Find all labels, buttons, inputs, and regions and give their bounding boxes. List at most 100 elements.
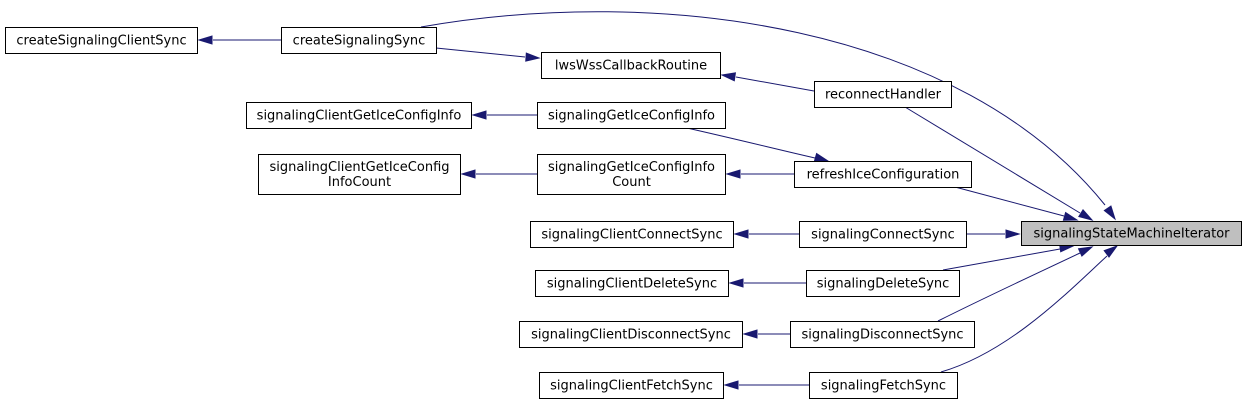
edge-createSignalingSync-to-createSignalingClientSync	[197, 35, 281, 45]
edge-refreshIceConfiguration-to-root	[954, 186, 1079, 221]
edge-signalingGetIceConfigInfoCount-to-signalingClientGetIceConfigInfoCount	[460, 169, 537, 179]
edge-signalingConnectSync-to-signalingClientConnectSync	[733, 229, 799, 239]
node-box[interactable]	[5, 27, 198, 54]
node-box[interactable]	[794, 161, 972, 188]
edge-line	[940, 255, 1108, 373]
node-box[interactable]	[806, 270, 960, 297]
edge-signalingFetchSync-to-root	[940, 244, 1119, 373]
node-box[interactable]	[281, 27, 437, 54]
node-signalingDisconnectSync[interactable]: signalingDisconnectSync	[790, 321, 975, 348]
node-label: signalingClientGetIceConfigInfo	[257, 109, 462, 124]
node-box[interactable]	[790, 321, 975, 348]
arrowhead	[813, 152, 830, 162]
node-refreshIceConfiguration[interactable]: refreshIceConfiguration	[794, 161, 972, 188]
edge-reconnectHandler-to-lwsWssCallbackRoutine	[720, 72, 815, 92]
node-label: refreshIceConfiguration	[807, 168, 960, 183]
node-label: signalingDisconnectSync	[801, 328, 963, 343]
edge-signalingFetchSync-to-signalingClientFetchSync	[723, 380, 809, 390]
node-signalingClientFetchSync[interactable]: signalingClientFetchSync	[539, 372, 724, 399]
node-label: signalingClientDeleteSync	[547, 277, 717, 292]
node-box[interactable]	[814, 81, 952, 108]
node-signalingClientDisconnectSync[interactable]: signalingClientDisconnectSync	[519, 321, 743, 348]
node-box[interactable]	[535, 270, 729, 297]
edge-reconnectHandler-to-root	[904, 106, 1094, 221]
edge-refreshIceConfiguration-to-signalingGetIceConfigInfoCount	[725, 169, 794, 179]
node-signalingConnectSync[interactable]: signalingConnectSync	[799, 221, 967, 248]
node-label: signalingDeleteSync	[817, 277, 950, 292]
node-lwsWssCallbackRoutine[interactable]: lwsWssCallbackRoutine	[541, 52, 721, 79]
nodes-layer: signalingStateMachineIterator createSigna…	[5, 27, 1242, 399]
edge-line	[942, 248, 1061, 271]
node-label: createSignalingClientSync	[16, 34, 186, 49]
arrowhead	[471, 110, 487, 120]
edge-line	[686, 127, 816, 159]
node-box[interactable]	[530, 221, 734, 248]
node-box[interactable]	[519, 321, 743, 348]
arrowhead	[742, 329, 758, 339]
node-reconnectHandler[interactable]: reconnectHandler	[814, 81, 952, 108]
edge-line	[954, 186, 1065, 217]
node-signalingClientDeleteSync[interactable]: signalingClientDeleteSync	[535, 270, 729, 297]
arrowhead	[733, 229, 749, 239]
arrowhead	[197, 35, 213, 45]
edge-signalingDisconnectSync-to-root	[937, 246, 1094, 322]
arrowhead	[525, 52, 541, 62]
node-createSignalingClientSync[interactable]: createSignalingClientSync	[5, 27, 198, 54]
node-box[interactable]	[537, 102, 726, 129]
node-label: InfoCount	[328, 175, 391, 190]
node-label: createSignalingSync	[293, 34, 426, 49]
node-label: signalingClientConnectSync	[541, 228, 722, 243]
edge-createSignalingSync-to-root	[420, 11, 1116, 221]
node-root[interactable]: signalingStateMachineIterator	[1021, 221, 1242, 246]
edge-signalingConnectSync-to-root	[966, 229, 1021, 239]
node-label: signalingClientGetIceConfig	[269, 160, 449, 175]
node-box[interactable]	[258, 154, 461, 195]
edge-createSignalingSync-to-lwsWssCallbackRoutine	[435, 47, 541, 62]
node-signalingDeleteSync[interactable]: signalingDeleteSync	[806, 270, 960, 297]
node-signalingClientGetIceConfigInfo[interactable]: signalingClientGetIceConfigInfo	[246, 102, 472, 129]
node-box[interactable]	[246, 102, 472, 129]
arrowhead	[1077, 246, 1094, 257]
arrowhead	[1062, 211, 1079, 221]
arrowhead	[723, 380, 739, 390]
edge-signalingDeleteSync-to-signalingClientDeleteSync	[728, 278, 806, 288]
arrowhead	[1078, 208, 1094, 221]
node-box[interactable]	[539, 372, 724, 399]
edge-signalingDisconnectSync-to-signalingClientDisconnectSync	[742, 329, 790, 339]
node-label: lwsWssCallbackRoutine	[555, 59, 707, 74]
node-box[interactable]	[541, 52, 721, 79]
node-signalingClientConnectSync[interactable]: signalingClientConnectSync	[530, 221, 734, 248]
node-box[interactable]	[799, 221, 967, 248]
node-signalingGetIceConfigInfo[interactable]: signalingGetIceConfigInfo	[537, 102, 726, 129]
arrowhead	[1005, 229, 1021, 239]
node-box[interactable]	[809, 372, 958, 399]
arrowhead	[728, 278, 744, 288]
node-label: signalingStateMachineIterator	[1033, 227, 1230, 242]
node-label: signalingGetIceConfigInfo	[548, 109, 715, 124]
edge-line	[420, 11, 1106, 206]
arrowhead	[725, 169, 741, 179]
arrowhead	[720, 72, 737, 82]
node-label: signalingFetchSync	[821, 379, 946, 394]
node-label: reconnectHandler	[825, 88, 942, 103]
edge-line	[735, 76, 815, 92]
arrowhead	[460, 169, 476, 179]
node-createSignalingSync[interactable]: createSignalingSync	[281, 27, 437, 54]
node-label: signalingClientDisconnectSync	[531, 328, 731, 343]
edge-line	[904, 106, 1081, 214]
node-label: signalingClientFetchSync	[550, 379, 713, 394]
node-label: signalingConnectSync	[811, 228, 955, 243]
arrowhead	[1103, 205, 1116, 221]
edge-line	[435, 47, 526, 58]
node-label: signalingGetIceConfigInfo	[548, 160, 715, 175]
node-box[interactable]	[1021, 221, 1242, 246]
node-signalingFetchSync[interactable]: signalingFetchSync	[809, 372, 958, 399]
node-label: Count	[612, 175, 651, 190]
edge-line	[937, 252, 1081, 322]
node-box[interactable]	[537, 154, 726, 195]
edge-signalingGetIceConfigInfo-to-signalingClientGetIceConfigInfo	[471, 110, 537, 120]
arrowhead	[1103, 244, 1119, 258]
